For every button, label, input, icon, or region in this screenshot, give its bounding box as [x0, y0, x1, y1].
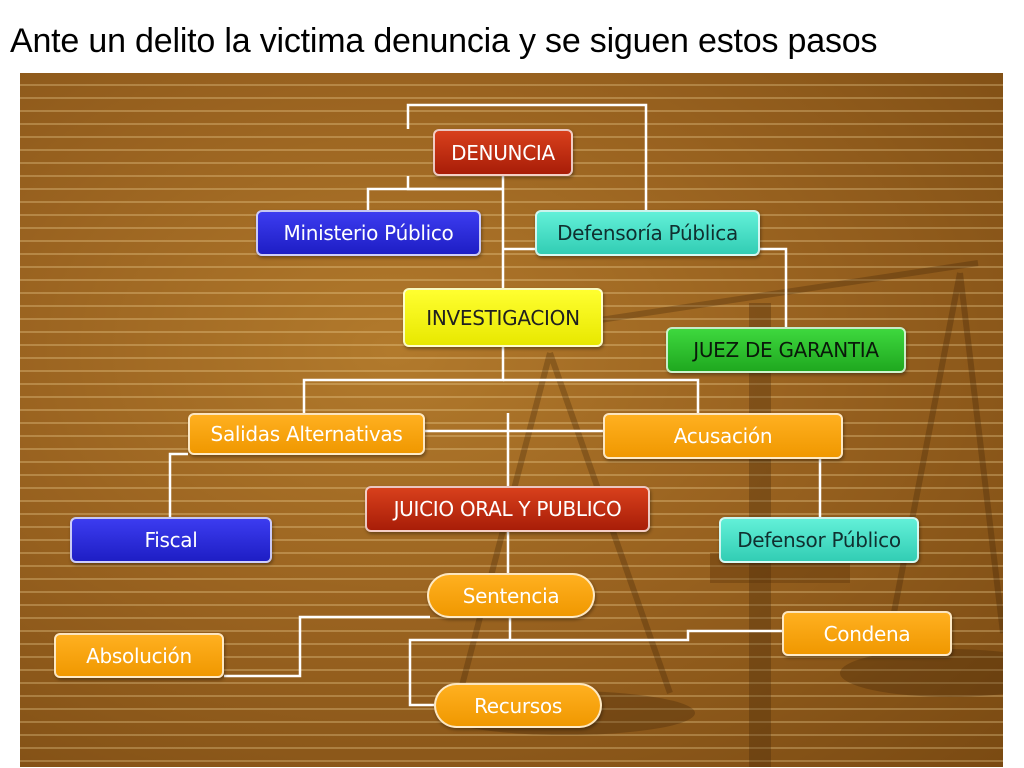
slide-title: Ante un delito la victima denuncia y se … [10, 22, 878, 60]
acusacion-box: Acusación [603, 413, 843, 459]
investigacion-box: INVESTIGACION [403, 288, 603, 347]
condena-box: Condena [782, 611, 952, 656]
juez-de-garantia-box: JUEZ DE GARANTIA [666, 327, 906, 373]
flowchart-board: DENUNCIA Ministerio Público Defensoría P… [20, 73, 1003, 767]
absolucion-box: Absolución [54, 633, 224, 678]
defensoria-publica-box: Defensoría Pública [535, 210, 760, 256]
recursos-box: Recursos [434, 683, 602, 728]
salidas-alternativas-box: Salidas Alternativas [188, 413, 425, 455]
defensor-publico-box: Defensor Público [719, 517, 919, 563]
ministerio-publico-box: Ministerio Público [256, 210, 481, 256]
sentencia-box: Sentencia [427, 573, 595, 618]
denuncia-box: DENUNCIA [433, 129, 573, 176]
juicio-oral-y-publico-box: JUICIO ORAL Y PUBLICO [365, 486, 650, 532]
fiscal-box: Fiscal [70, 517, 272, 563]
